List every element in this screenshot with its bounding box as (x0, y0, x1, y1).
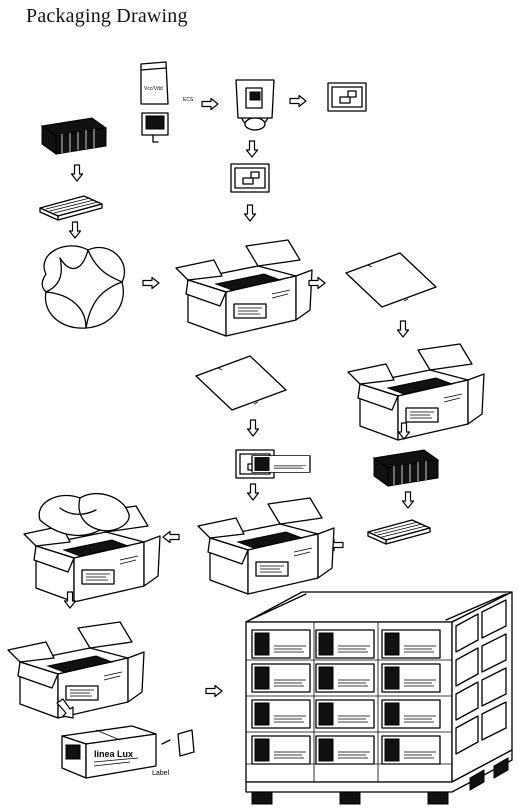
foam-pad-1 (41, 117, 107, 155)
pallet-stack (245, 454, 513, 805)
arrow-down-7 (246, 419, 260, 437)
open-box-1 (175, 239, 313, 337)
separator-sheet-1 (345, 252, 437, 308)
arrow-right-3 (142, 276, 160, 290)
arrow-down-2 (243, 204, 257, 222)
arrow-down-4 (68, 221, 82, 239)
label-caption: Label (152, 770, 170, 777)
open-box-4 (7, 621, 145, 719)
crumpled-bag-1 (41, 245, 126, 329)
bag-label: Vcc/Vdd (144, 86, 163, 92)
arrow-right-1 (201, 97, 219, 111)
label-pointer (161, 739, 171, 745)
module-item (141, 112, 169, 143)
open-box-with-bag (23, 493, 161, 603)
antistatic-bag-item: Vcc/Vdd (140, 61, 169, 105)
arrow-down-5 (396, 320, 410, 338)
foam-pad-2 (373, 449, 439, 487)
arrow-down-1 (245, 140, 259, 158)
open-box-2 (347, 343, 485, 441)
ecs-label: ECS (183, 97, 194, 103)
open-box-3 (197, 497, 335, 595)
separator-sheet-2 (195, 355, 287, 411)
arrow-down-right (56, 698, 74, 719)
arrow-left-2 (162, 530, 180, 544)
bagged-module (235, 79, 275, 131)
carton-brand: linea Lux (94, 749, 133, 759)
page-title: Packaging Drawing (26, 5, 188, 27)
arrow-down-3 (70, 164, 84, 182)
tray-1 (39, 195, 103, 221)
panel-top (230, 163, 270, 193)
arrow-down-9 (401, 491, 415, 509)
arrow-down-8 (246, 483, 260, 501)
arrow-right-2 (289, 94, 307, 108)
tray-2 (367, 519, 431, 545)
closed-carton: linea Lux (61, 725, 157, 779)
arrow-right-5 (205, 684, 223, 698)
label-sticker (177, 729, 195, 757)
panel-top-right (327, 82, 367, 112)
